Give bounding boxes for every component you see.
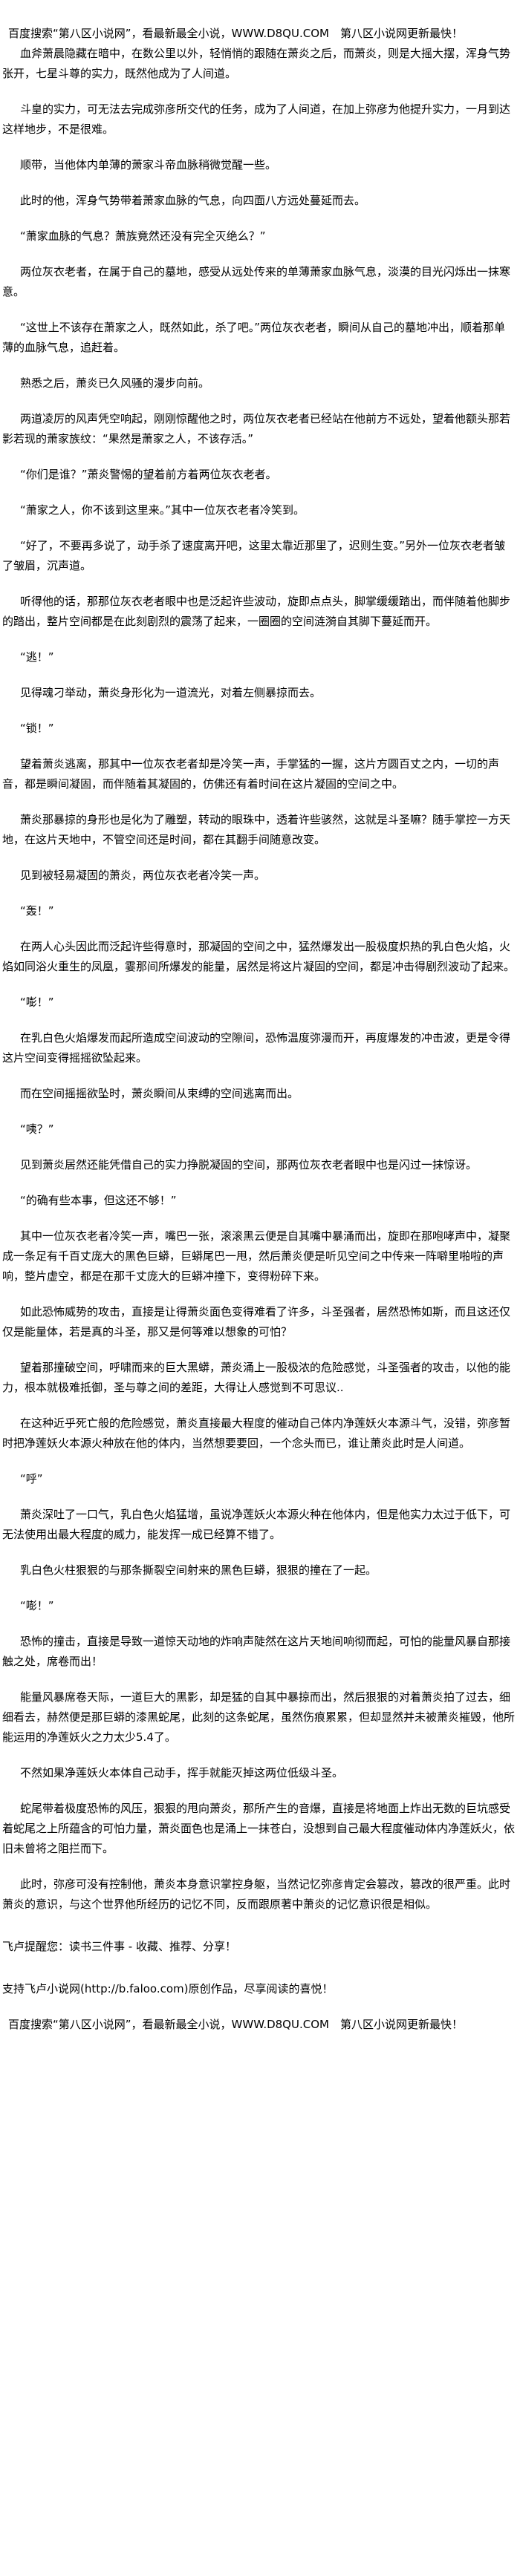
- faloo-support-link[interactable]: 支持飞卢小说网(http://b.faloo.com)原创作品，尽享阅读的喜悦！: [2, 1982, 334, 1995]
- paragraph: 望着那撞破空间，呼啸而来的巨大黑蟒，萧炎涌上一股极浓的危险感觉，斗圣强者的攻击，…: [2, 1361, 511, 1394]
- paragraph: 在这种近乎死亡般的危险感觉，萧炎直接最大程度的催动自己体内净莲妖火本源斗气，没错…: [2, 1416, 511, 1450]
- paragraph: 蛇尾带着极度恐怖的风压，狠狠的甩向萧炎，那所产生的音爆，直接是将地面上炸出无数的…: [2, 1802, 516, 1855]
- paragraph: “锁！”: [20, 722, 54, 735]
- chapter-page: 百度搜索“第八区小说网”，看最新最全小说，WWW.D8QU.COM 第八区小说网…: [2, 27, 516, 2031]
- paragraph: 听得他的话，那那位灰衣老者眼中也是泛起许些波动，旋即点点头，脚掌缓缓踏出，而伴随…: [2, 595, 511, 628]
- paragraph: 见得魂刁举动，萧炎身形化为一道流光，对着左侧暴掠而去。: [20, 686, 322, 699]
- paragraph: 萧炎那暴掠的身形也是化为了雕塑，转动的眼珠中，透着许些骇然，这就是斗圣嘛？随手掌…: [2, 813, 511, 846]
- paragraph: “萧家之人，你不该到这里来。”其中一位灰衣老者冷笑到。: [20, 503, 305, 517]
- paragraph: “萧家血脉的气息？萧族竟然还没有完全灭绝么？”: [20, 229, 266, 243]
- paragraph: 顺带，当他体内单薄的萧家斗帝血脉稍微觉醒一些。: [20, 158, 277, 171]
- paragraph: 此时的他，浑身气势带着萧家血脉的气息，向四面八方远处蔓延而去。: [20, 194, 366, 207]
- paragraph: “轰！”: [20, 904, 54, 918]
- paragraph: “这世上不该存在萧家之人，既然如此，杀了吧。”两位灰衣老者，瞬间从自己的墓地冲出…: [2, 321, 506, 354]
- paragraph: 如此恐怖威势的攻击，直接是让得萧炎面色变得难看了许多，斗圣强者，居然恐怖如斯，而…: [2, 1305, 511, 1338]
- paragraph: “逃！”: [20, 650, 54, 664]
- paragraph: 不然如果净莲妖火本体自己动手，挥手就能灭掉这两位低级斗圣。: [20, 1766, 344, 1779]
- site-banner-bottom: 百度搜索“第八区小说网”，看最新最全小说，WWW.D8QU.COM 第八区小说网…: [8, 2018, 463, 2031]
- paragraph: “好了，不要再多说了，动手杀了速度离开吧，这里太靠近那里了，迟则生变。”另外一位…: [2, 539, 506, 572]
- paragraph: “呼”: [20, 1472, 43, 1485]
- paragraph: 此时，弥彦可没有控制他，萧炎本身意识掌控身躯，当然记忆弥彦肯定会篡改，篡改的很严…: [2, 1877, 511, 1911]
- paragraph: 斗皇的实力，可无法去完成弥彦所交代的任务，成为了人间道，在加上弥彦为他提升实力，…: [2, 102, 511, 136]
- faloo-reminder: 飞卢提醒您：读书三件事 - 收藏、推荐、分享！: [2, 1940, 236, 1953]
- paragraph: 望着萧炎逃离，那其中一位灰衣老者却是冷笑一声，手掌猛的一握，这片方圆百丈之内，一…: [2, 757, 500, 791]
- paragraph: 而在空间摇摇欲坠时，萧炎瞬间从束缚的空间逃离而出。: [20, 1087, 299, 1100]
- paragraph: 见到被轻易凝固的萧炎，两位灰衣老者冷笑一声。: [20, 869, 266, 882]
- paragraph: 乳白色火柱狠狠的与那条撕裂空间射来的黑色巨蟒，狠狠的撞在了一起。: [20, 1563, 377, 1577]
- paragraph: 恐怖的撞击，直接是导致一道惊天动地的炸响声陡然在这片天地间响彻而起，可怕的能量风…: [2, 1635, 511, 1668]
- paragraph: 在两人心头因此而泛起许些得意时，那凝固的空间之中，猛然爆发出一股极度炽热的乳白色…: [2, 940, 516, 973]
- paragraph: 其中一位灰衣老者冷笑一声，嘴巴一张，滚滚黑云便是自其嘴中暴涌而出，旋即在那咆哮声…: [2, 1229, 511, 1283]
- paragraph: 两道凌厉的风声凭空响起，刚刚惊醒他之时，两位灰衣老者已经站在他前方不远处，望着他…: [2, 412, 511, 445]
- paragraph: “嘭！”: [20, 1599, 54, 1612]
- paragraph: “你们是谁？”萧炎警惕的望着前方着两位灰衣老者。: [20, 468, 277, 481]
- paragraph: 见到萧炎居然还能凭借自己的实力挣脱凝固的空间，那两位灰衣老者眼中也是闪过一抹惊讶…: [20, 1158, 478, 1171]
- paragraph: “嘭！”: [20, 996, 54, 1009]
- paragraph: 能量风暴席卷天际，一道巨大的黑影，却是猛的自其中暴掠而出，然后狠狠的对着萧炎拍了…: [2, 1690, 516, 1744]
- paragraph: 熟悉之后，萧炎已久风骚的漫步向前。: [20, 376, 210, 390]
- site-banner-top: 百度搜索“第八区小说网”，看最新最全小说，WWW.D8QU.COM 第八区小说网…: [8, 27, 463, 40]
- paragraph: “的确有些本事，但这还不够！”: [20, 1194, 177, 1207]
- paragraph: 萧炎深吐了一口气，乳白色火焰猛增，虽说净莲妖火本源火种在他体内，但是他实力太过于…: [2, 1508, 511, 1541]
- paragraph: “咦？”: [20, 1122, 54, 1136]
- paragraph: 在乳白色火焰爆发而起所造成空间波动的空隙间，恐怖温度弥漫而开，再度爆发的冲击波，…: [2, 1031, 511, 1065]
- paragraph: 两位灰衣老者，在属于自己的墓地，感受从远处传来的单薄萧家血脉气息，淡漠的目光闪烁…: [2, 265, 511, 298]
- paragraph: 血斧萧晨隐藏在暗中，在数公里以外，轻悄悄的跟随在萧炎之后，而萧炎，则是大摇大摆，…: [2, 47, 511, 80]
- chapter-body: 血斧萧晨隐藏在暗中，在数公里以外，轻悄悄的跟随在萧炎之后，而萧炎，则是大摇大摆，…: [2, 44, 516, 1915]
